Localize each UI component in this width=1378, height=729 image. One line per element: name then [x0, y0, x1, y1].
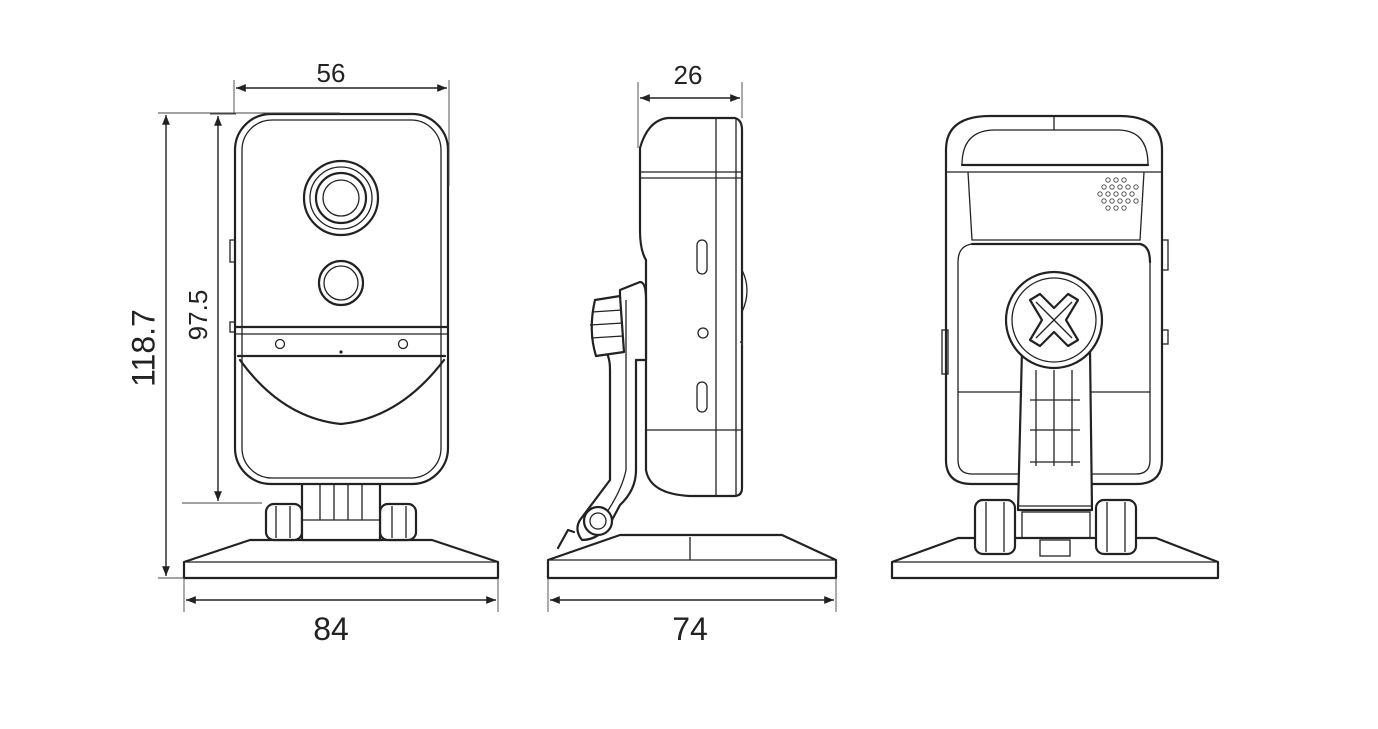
back-stand — [1016, 348, 1094, 539]
back-base — [890, 536, 1220, 580]
front-body — [229, 112, 450, 486]
front-base-width-dimension: 84 — [183, 578, 499, 647]
overall-height-dimension: 118.7 — [125, 112, 340, 579]
side-stand-arm — [576, 280, 648, 542]
speaker-grille — [1097, 177, 1139, 211]
front-stand — [264, 478, 418, 542]
front-width-label: 56 — [317, 58, 346, 88]
overall-height-label: 118.7 — [125, 309, 161, 387]
front-width-dimension: 56 — [233, 58, 450, 186]
side-depth-dimension: 26 — [637, 60, 743, 148]
side-depth-label: 26 — [674, 60, 703, 90]
mount-knob — [1004, 270, 1104, 370]
front-view: 56 118.7 97.5 84 — [125, 58, 500, 647]
back-view — [890, 114, 1220, 580]
side-base-width-dimension: 74 — [547, 578, 837, 647]
side-base-width-label: 74 — [672, 611, 708, 647]
body-height-label: 97.5 — [183, 290, 213, 341]
side-body — [638, 116, 748, 498]
front-base-width-label: 84 — [313, 611, 349, 647]
body-height-dimension: 97.5 — [182, 113, 262, 504]
side-view: 26 74 — [546, 60, 838, 647]
sensor-button — [317, 259, 365, 307]
front-base — [182, 538, 500, 580]
camera-lens — [302, 159, 380, 237]
back-wheels — [973, 498, 1138, 556]
